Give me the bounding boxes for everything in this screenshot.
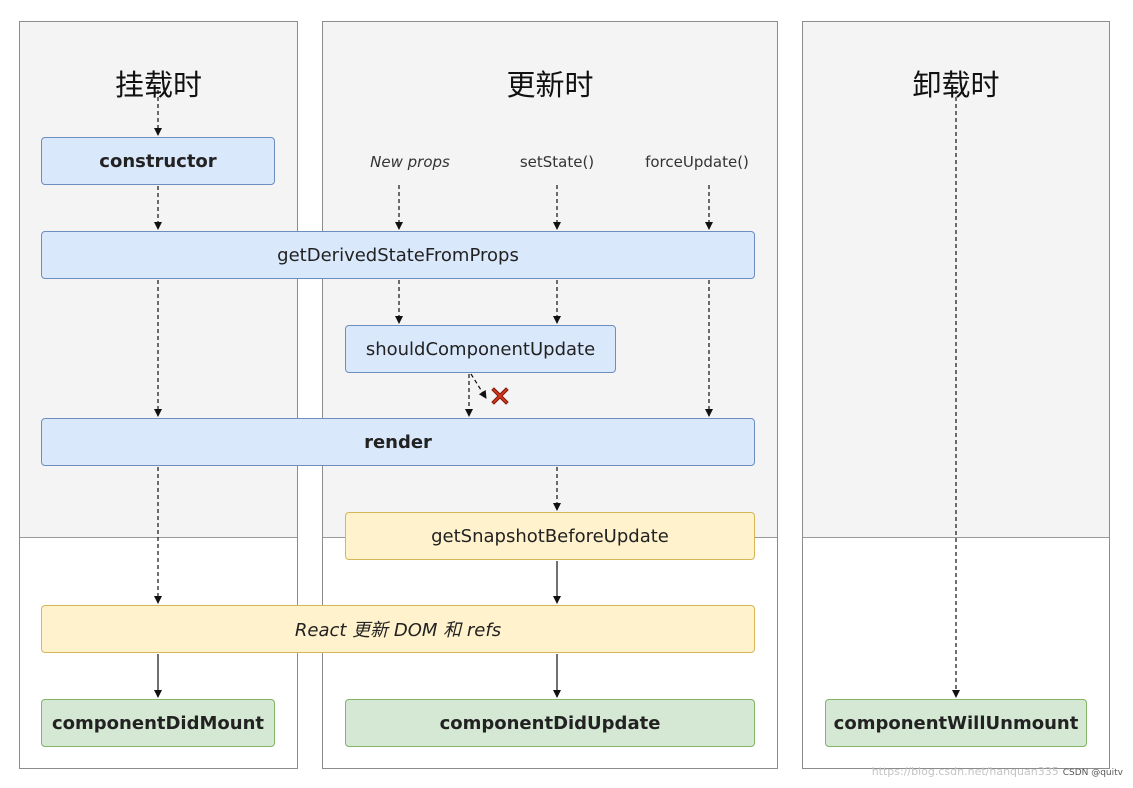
mounting-phase-title: 挂载时 [114, 68, 202, 102]
component-will-unmount-box: componentWillUnmount [825, 699, 1087, 747]
should-component-update-box: shouldComponentUpdate [345, 325, 616, 373]
get-derived-state-from-props-box: getDerivedStateFromProps [41, 231, 755, 279]
constructor-box: constructor [41, 137, 275, 185]
watermark-label: CSDN @quitv [1062, 768, 1123, 778]
mounting-column: 挂载时 [19, 21, 298, 769]
trigger-set-state: setState() [519, 153, 595, 171]
react-updates-dom-box: React 更新 DOM 和 refs [41, 605, 755, 653]
component-did-mount-box: componentDidMount [41, 699, 275, 747]
component-did-update-box: componentDidUpdate [345, 699, 755, 747]
unmounting-column: 卸载时 [802, 21, 1110, 769]
render-box: render [41, 418, 755, 466]
trigger-force-update: forceUpdate() [645, 153, 749, 171]
trigger-new-props: New props [370, 153, 450, 171]
watermark-url: https://blog.csdn.net/hanquan335 [871, 765, 1059, 778]
updating-column: 更新时 [322, 21, 778, 769]
get-snapshot-before-update-box: getSnapshotBeforeUpdate [345, 512, 755, 560]
unmounting-phase-title: 卸载时 [912, 68, 1000, 102]
updating-phase-title: 更新时 [506, 68, 594, 102]
